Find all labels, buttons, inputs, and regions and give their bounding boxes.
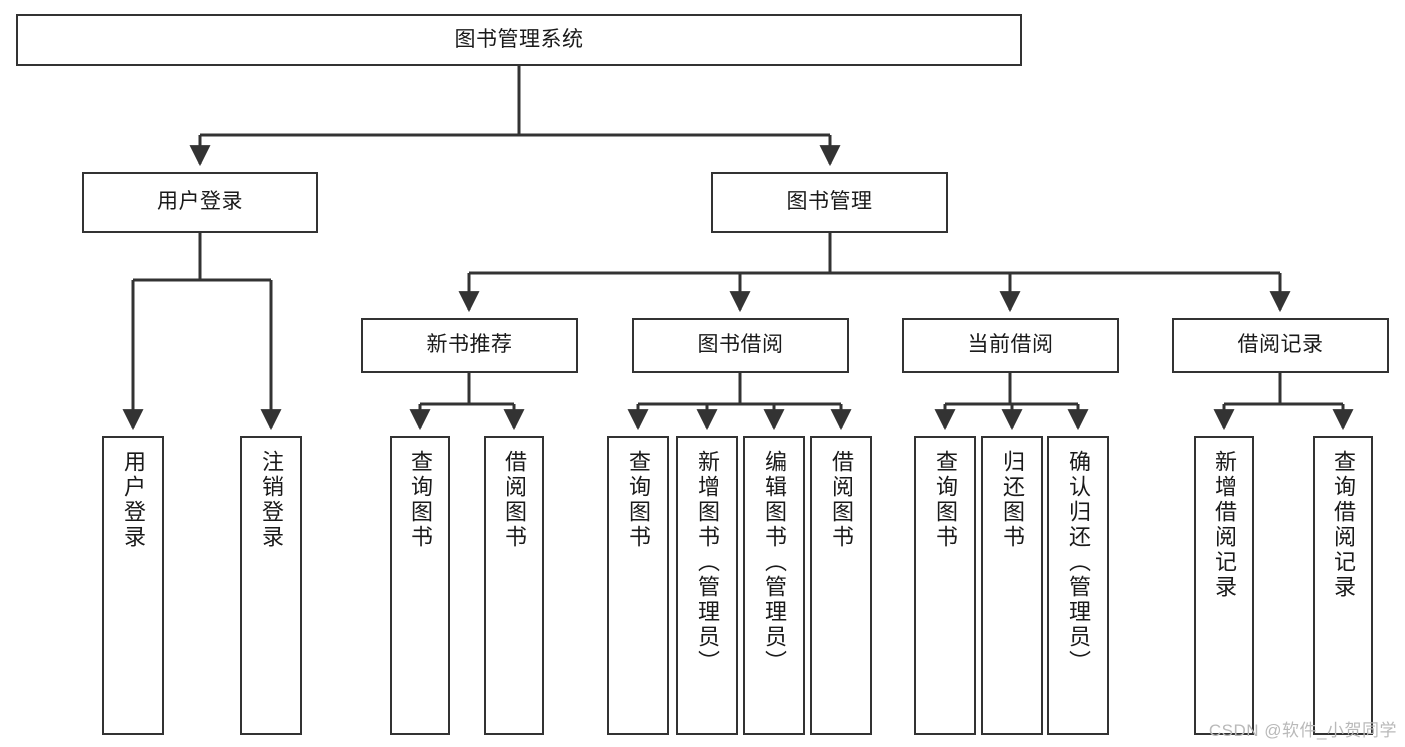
node-leaf-logout[interactable]: 注销登录: [240, 436, 302, 735]
node-leaf-borrow-book-bor[interactable]: 借阅图书: [810, 436, 872, 735]
node-leaf-borrow-book-rec-label: 借阅图书: [502, 450, 527, 550]
node-new-book-rec-label: 新书推荐: [426, 333, 513, 357]
node-leaf-user-login-label: 用户登录: [121, 450, 146, 550]
node-leaf-query-book-cur[interactable]: 查询图书: [914, 436, 976, 735]
node-leaf-add-record-label: 新增借阅记录: [1212, 450, 1237, 600]
node-new-book-rec[interactable]: 新书推荐: [361, 318, 578, 373]
watermark: CSDN @软件_小贺同学: [1208, 721, 1397, 740]
node-leaf-confirm-return-label: 确认归还（管理员）: [1066, 450, 1091, 675]
node-user-login[interactable]: 用户登录: [82, 172, 318, 233]
node-leaf-borrow-book-rec[interactable]: 借阅图书: [484, 436, 544, 735]
node-leaf-edit-book[interactable]: 编辑图书（管理员）: [743, 436, 805, 735]
node-root[interactable]: 图书管理系统: [16, 14, 1022, 66]
node-leaf-query-book-rec-label: 查询图书: [408, 450, 433, 550]
node-borrow-record[interactable]: 借阅记录: [1172, 318, 1389, 373]
node-borrow-record-label: 借阅记录: [1237, 333, 1324, 357]
node-current-borrow-label: 当前借阅: [967, 333, 1054, 357]
node-leaf-return-book[interactable]: 归还图书: [981, 436, 1043, 735]
node-leaf-borrow-book-bor-label: 借阅图书: [829, 450, 854, 550]
node-leaf-return-book-label: 归还图书: [1000, 450, 1025, 550]
node-book-borrow-label: 图书借阅: [697, 333, 784, 357]
node-leaf-add-book-label: 新增图书（管理员）: [695, 450, 720, 675]
node-root-label: 图书管理系统: [454, 27, 584, 51]
node-book-manage[interactable]: 图书管理: [711, 172, 948, 233]
node-leaf-edit-book-label: 编辑图书（管理员）: [762, 450, 787, 675]
node-leaf-confirm-return[interactable]: 确认归还（管理员）: [1047, 436, 1109, 735]
node-leaf-add-record[interactable]: 新增借阅记录: [1194, 436, 1254, 735]
node-leaf-user-login[interactable]: 用户登录: [102, 436, 164, 735]
node-user-login-label: 用户登录: [157, 190, 243, 214]
node-leaf-query-record-label: 查询借阅记录: [1331, 450, 1356, 600]
node-book-borrow[interactable]: 图书借阅: [632, 318, 849, 373]
node-book-manage-label: 图书管理: [786, 190, 873, 214]
node-leaf-query-book-rec[interactable]: 查询图书: [390, 436, 450, 735]
node-leaf-query-book-bor[interactable]: 查询图书: [607, 436, 669, 735]
node-leaf-query-book-bor-label: 查询图书: [626, 450, 651, 550]
node-current-borrow[interactable]: 当前借阅: [902, 318, 1119, 373]
node-leaf-query-record[interactable]: 查询借阅记录: [1313, 436, 1373, 735]
node-leaf-add-book[interactable]: 新增图书（管理员）: [676, 436, 738, 735]
node-leaf-query-book-cur-label: 查询图书: [933, 450, 958, 550]
node-leaf-logout-label: 注销登录: [259, 450, 284, 550]
